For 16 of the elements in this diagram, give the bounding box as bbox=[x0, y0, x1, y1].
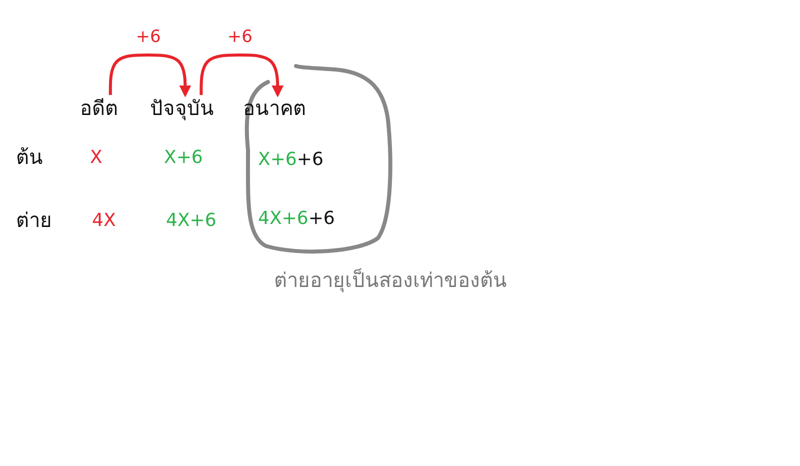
cell-value: X+6 bbox=[164, 147, 203, 169]
column-header: ปัจจุบัน bbox=[150, 96, 214, 120]
arrow bbox=[200, 54, 284, 98]
cell-value: X+6 bbox=[258, 149, 297, 171]
cell-value: 4X+6 bbox=[258, 208, 308, 230]
cell-value: 4X+6 bbox=[166, 210, 216, 232]
row-label: ต่าย bbox=[16, 208, 52, 232]
column-header: อดีต bbox=[80, 96, 118, 120]
cell-value: X bbox=[90, 147, 102, 169]
caption: ต่ายอายุเป็นสองเท่าของต้น bbox=[274, 268, 507, 292]
arrow bbox=[108, 54, 192, 98]
cell-value: +6 bbox=[308, 208, 335, 230]
cell-value: 4X bbox=[92, 210, 116, 232]
row-label: ต้น bbox=[16, 145, 43, 169]
cell-value: +6 bbox=[296, 149, 324, 171]
column-header: อนาคต bbox=[243, 96, 306, 120]
